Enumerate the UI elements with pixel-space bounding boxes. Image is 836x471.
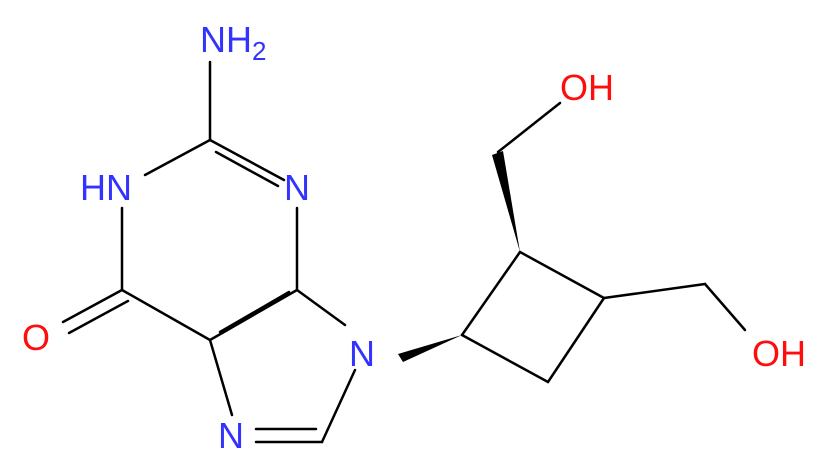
bond-ch2-oh-right <box>703 282 747 332</box>
wedge-bonds <box>398 151 520 362</box>
bond-c6-carbonyl-2 <box>67 299 130 335</box>
bond-c2-n3-double <box>214 150 280 188</box>
carbonyl-o-label: O <box>22 317 50 358</box>
bond-c2-n1 <box>143 138 212 177</box>
bond-cb3-cb2 <box>546 296 606 384</box>
bonds <box>61 60 747 444</box>
bond-c8-n9 <box>320 368 357 444</box>
atom-labels: NH2 HN N O N N OH OH <box>22 19 806 456</box>
n3-label: N <box>284 167 310 208</box>
bond-c5-n7 <box>208 338 234 417</box>
wedge-cb4-ch2 <box>492 151 520 252</box>
bond-cb3-ch2 <box>602 282 707 300</box>
bond-c5-c4-double <box>218 290 291 334</box>
bond-cb2-cb1 <box>460 333 550 384</box>
hydroxyl-top-label: OH <box>560 67 614 108</box>
hydroxyl-right-label: OH <box>752 333 806 374</box>
bond-cb4-cb3 <box>518 250 606 300</box>
bond-c2-n3-single <box>208 138 286 182</box>
n1-label: HN <box>80 167 132 208</box>
wedge-n9-cb1 <box>398 335 462 362</box>
n7-label: N <box>218 415 244 456</box>
bond-ch2-oh-top <box>496 101 562 154</box>
bond-c5-c4-single <box>208 288 299 342</box>
n9-label: N <box>349 333 375 374</box>
amine-label: NH2 <box>200 19 266 66</box>
bond-cb1-cb4 <box>460 250 522 337</box>
bond-c6-c5 <box>120 288 212 342</box>
bond-c4-n9 <box>295 288 347 327</box>
bond-c6-carbonyl-1 <box>61 288 124 324</box>
